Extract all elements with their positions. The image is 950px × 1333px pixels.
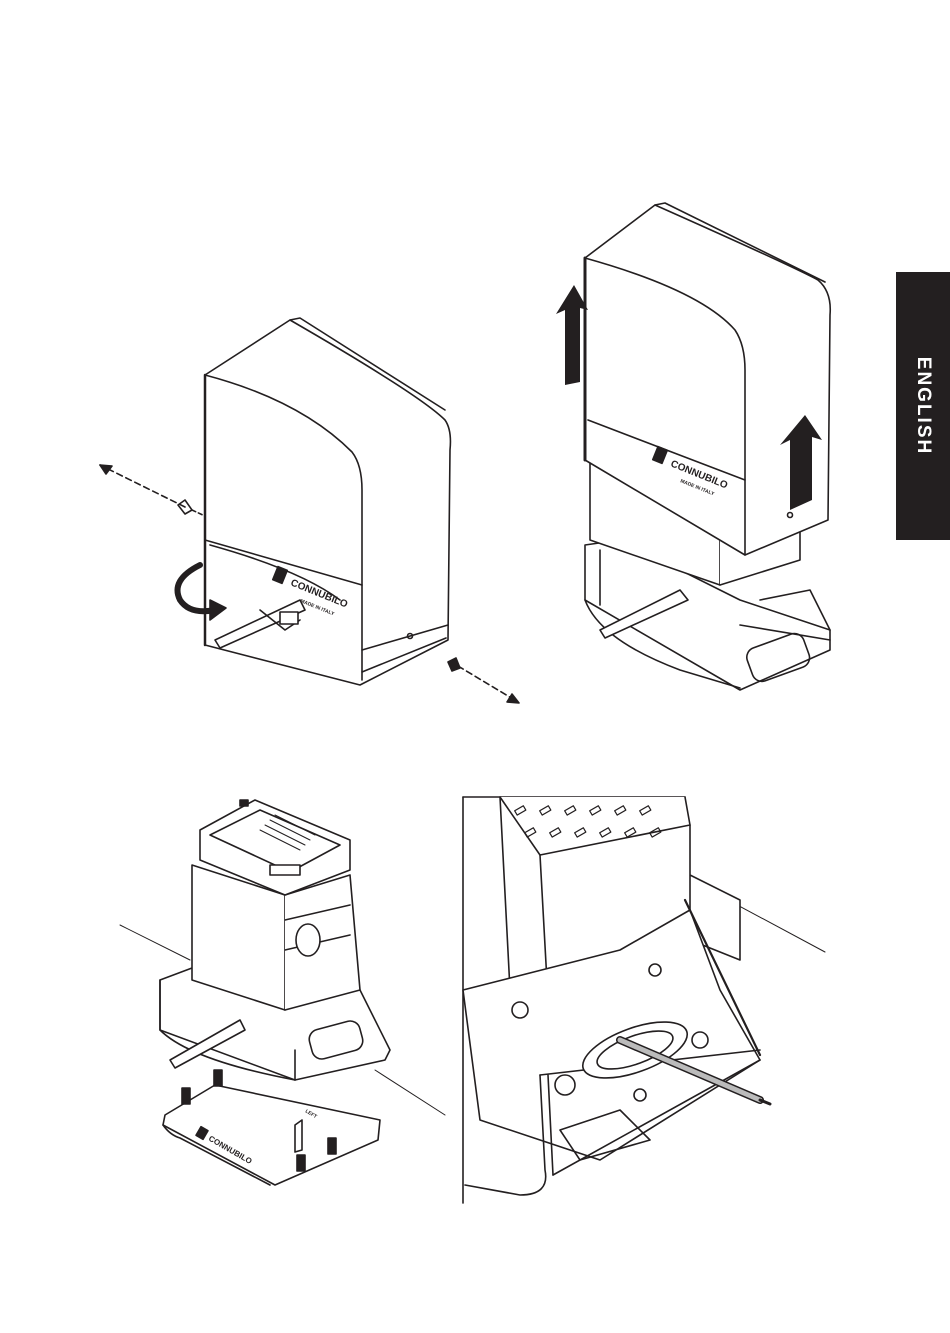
figure-lift-cover: CONNUBILO MADE IN ITALY [556, 203, 830, 690]
figure-remove-screws: CONNUBILO MADE IN ITALY [100, 318, 519, 703]
figure-cable-closeup [463, 797, 830, 1203]
figure-base-plate: CONNUBILO LEFT [120, 800, 445, 1185]
